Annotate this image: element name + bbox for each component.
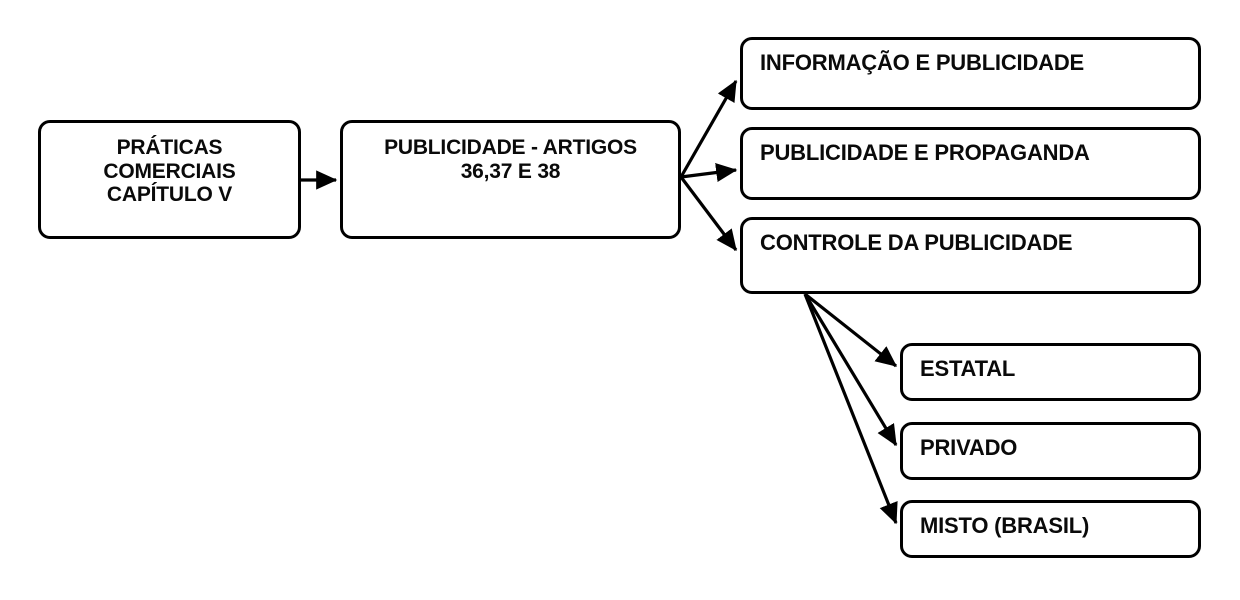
edge-publicidade-to-informacao — [679, 79, 738, 178]
node-controle-da-publicidade[interactable]: CONTROLE DA PUBLICIDADE — [740, 217, 1201, 294]
edge-publicidade-to-propaganda — [680, 162, 738, 183]
node-label: CONTROLE DA PUBLICIDADE — [760, 230, 1073, 255]
edge-controle-to-privado — [803, 293, 898, 447]
node-estatal[interactable]: ESTATAL — [900, 343, 1201, 401]
node-publicidade-e-propaganda[interactable]: PUBLICIDADE E PROPAGANDA — [740, 127, 1201, 200]
node-misto-brasil[interactable]: MISTO (BRASIL) — [900, 500, 1201, 558]
node-publicidade-artigos[interactable]: PUBLICIDADE - ARTIGOS 36,37 E 38 — [340, 120, 681, 239]
node-label: PRÁTICAS COMERCIAIS CAPÍTULO V — [103, 136, 236, 207]
edge-controle-to-estatal — [804, 292, 898, 368]
node-label: PRIVADO — [920, 435, 1018, 460]
node-privado[interactable]: PRIVADO — [900, 422, 1201, 480]
node-label: PUBLICIDADE E PROPAGANDA — [760, 140, 1090, 165]
node-label: PUBLICIDADE - ARTIGOS 36,37 E 38 — [384, 136, 637, 183]
node-label: ESTATAL — [920, 356, 1016, 381]
node-informacao-e-publicidade[interactable]: INFORMAÇÃO E PUBLICIDADE — [740, 37, 1201, 110]
node-praticas-comerciais[interactable]: PRÁTICAS COMERCIAIS CAPÍTULO V — [38, 120, 301, 239]
node-label: INFORMAÇÃO E PUBLICIDADE — [760, 50, 1084, 75]
edge-publicidade-to-controle — [679, 176, 738, 252]
node-label: MISTO (BRASIL) — [920, 513, 1090, 538]
edge-controle-to-misto — [803, 293, 898, 525]
